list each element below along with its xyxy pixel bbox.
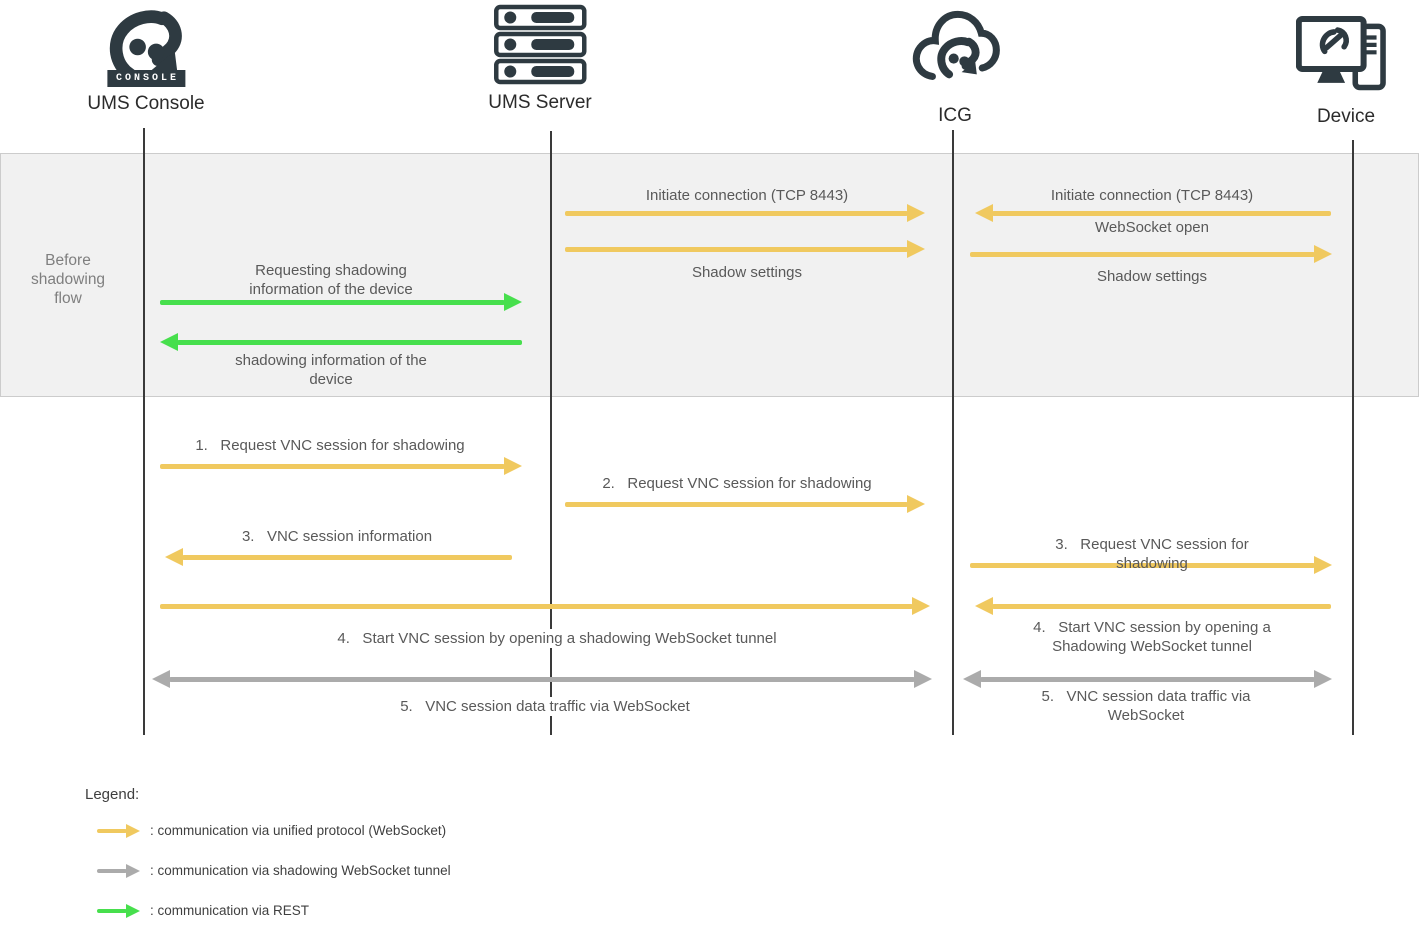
legend-item-websocket-tunnel: : communication via shadowing WebSocket … bbox=[150, 863, 451, 878]
lifeline-icg bbox=[952, 130, 954, 735]
actor-label-ums-console: UMS Console bbox=[87, 93, 205, 114]
actor-label-icg: ICG bbox=[938, 105, 972, 126]
arrow-step4-long bbox=[160, 597, 930, 615]
legend-item-unified-protocol: : communication via unified protocol (We… bbox=[150, 823, 447, 838]
msg-initiate-connection-server: Initiate connection (TCP 8443) bbox=[645, 187, 849, 204]
msg-step5-device: 5. VNC session data traffic via WebSocke… bbox=[1041, 688, 1251, 724]
msg-step1: 1. Request VNC session for shadowing bbox=[195, 437, 465, 454]
arrow-shadow-settings-device bbox=[970, 245, 1332, 263]
server-stack-icon bbox=[492, 4, 588, 86]
actor-label-ums-server: UMS Server bbox=[488, 92, 592, 113]
lifeline-ums-server bbox=[550, 131, 552, 735]
arrow-step5-device bbox=[963, 670, 1332, 688]
legend-green-arrow-icon bbox=[97, 904, 140, 918]
msg-requesting-shadowing-info: Requesting shadowing information of the … bbox=[249, 262, 413, 298]
msg-step4-device: 4. Start VNC session by opening a Shadow… bbox=[1033, 619, 1271, 655]
msg-shadowing-info-return: shadowing information of the device bbox=[235, 352, 427, 388]
legend-title: Legend: bbox=[85, 786, 140, 803]
arrow-step4-device bbox=[975, 597, 1331, 615]
ums-console-logo-icon bbox=[101, 8, 191, 86]
msg-step3-device: 3. Request VNC session for shadowing bbox=[1055, 536, 1249, 572]
actor-ums-server: UMS Server bbox=[488, 4, 592, 114]
msg-shadow-settings-device: Shadow settings bbox=[1096, 268, 1208, 285]
lifeline-ums-console bbox=[143, 128, 145, 735]
arrow-step5-long bbox=[152, 670, 932, 688]
arrow-requesting-shadowing-info bbox=[160, 293, 522, 311]
arrow-shadowing-info-return bbox=[160, 333, 522, 351]
actor-ums-console: CONSOLE UMS Console bbox=[87, 8, 205, 115]
arrow-shadow-settings-server bbox=[565, 240, 925, 258]
arrow-initiate-connection-server bbox=[565, 204, 925, 222]
device-monitor-icon bbox=[1295, 12, 1396, 100]
legend-yellow-arrow-icon bbox=[97, 824, 140, 838]
actor-icg: ICG bbox=[908, 5, 1002, 127]
cloud-gateway-icon bbox=[908, 5, 1002, 99]
msg-websocket-open: WebSocket open bbox=[1095, 219, 1209, 236]
arrow-step3-info bbox=[165, 548, 512, 566]
before-shadowing-band bbox=[0, 153, 1419, 397]
console-badge: CONSOLE bbox=[106, 70, 185, 87]
actor-device: Device bbox=[1295, 12, 1396, 128]
msg-shadow-settings-server: Shadow settings bbox=[691, 264, 803, 281]
band-label: Before shadowing flow bbox=[30, 252, 106, 307]
actor-label-device: Device bbox=[1316, 106, 1376, 127]
arrow-step1 bbox=[160, 457, 522, 475]
msg-initiate-connection-device: Initiate connection (TCP 8443) bbox=[1050, 187, 1254, 204]
legend-item-rest: : communication via REST bbox=[150, 903, 310, 918]
arrow-initiate-connection-device bbox=[975, 204, 1331, 222]
arrow-step2 bbox=[565, 495, 925, 513]
legend-gray-arrow-icon bbox=[97, 864, 140, 878]
lifeline-device bbox=[1352, 140, 1354, 735]
msg-step5-long: 5. VNC session data traffic via WebSocke… bbox=[394, 697, 696, 716]
msg-step4-long: 4. Start VNC session by opening a shadow… bbox=[331, 629, 783, 648]
msg-step2: 2. Request VNC session for shadowing bbox=[602, 475, 872, 492]
arrow-step3-device bbox=[970, 556, 1332, 574]
msg-step3-info: 3. VNC session information bbox=[241, 528, 433, 545]
